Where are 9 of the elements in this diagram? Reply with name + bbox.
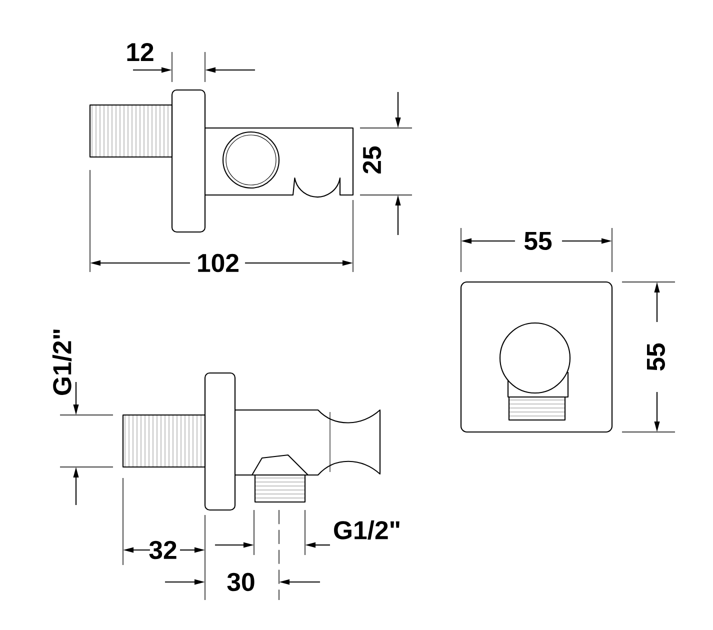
dimension-label: 25: [362, 146, 382, 174]
dimension-label: G1/2": [334, 520, 400, 540]
dimension-label: G1/2": [52, 330, 72, 395]
dimension-label: 102: [198, 254, 238, 272]
dimension-label: 32: [149, 540, 176, 560]
dimension-label: 55: [524, 232, 552, 250]
dimension-label: 12: [127, 43, 154, 61]
dimension-label: 30: [227, 572, 254, 592]
dimension-label: 55: [647, 343, 665, 371]
